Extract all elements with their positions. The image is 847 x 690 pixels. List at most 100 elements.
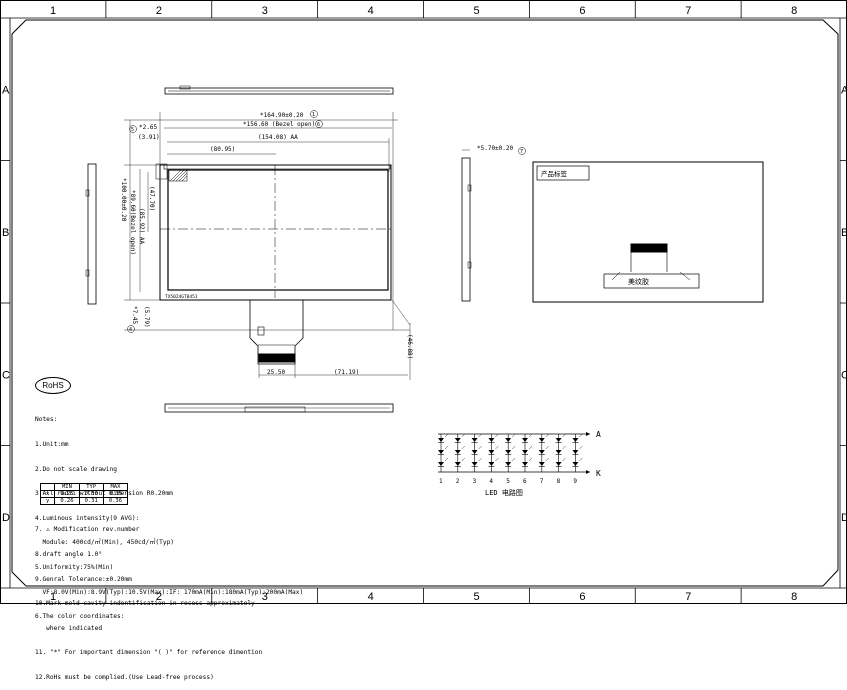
row-labels-left: A B C D xyxy=(2,84,10,524)
table-cell: 0.30 xyxy=(78,490,104,498)
notes-line: VF:8.0V(Min):8.9V(Typ):10.5V(Max):IF: 17… xyxy=(35,588,304,596)
column-label: 1 xyxy=(50,5,56,17)
led-diode xyxy=(488,450,495,454)
dim-left-margin: *2.65 xyxy=(139,124,157,131)
column-label: 7 xyxy=(685,5,691,17)
table-cell: x xyxy=(39,490,56,498)
column-label: 8 xyxy=(791,5,797,17)
led-diode xyxy=(438,462,444,466)
dim-height-aa: (85.92) AA xyxy=(138,208,145,245)
led-diode xyxy=(555,450,562,454)
circle-label-6: 6 xyxy=(317,122,320,128)
dim-half-width: (80.95) xyxy=(210,146,235,153)
table-cell: 0.25 xyxy=(54,490,80,498)
dim-active-area: (154.08) AA xyxy=(258,134,298,141)
row-dividers xyxy=(0,160,847,446)
row-label: D xyxy=(841,512,847,524)
notes-line: Module: 400cd/㎡(Min), 450cd/㎡(Typ) xyxy=(35,539,175,547)
model-label: TX5024GT0451 xyxy=(165,294,198,300)
notes-line: 4.Luminous intensity(9 AVG): xyxy=(35,514,140,522)
led-diode xyxy=(454,462,461,466)
led-diode xyxy=(471,438,478,442)
circle-label-5: 5 xyxy=(131,127,134,133)
led-diode xyxy=(505,438,512,442)
row-label: B xyxy=(841,227,847,239)
led-column-label: 8 xyxy=(557,478,561,485)
notes-line: 11. "*" For important dimension "( )" fo… xyxy=(35,649,263,657)
column-label: 6 xyxy=(579,5,585,17)
dim-fpc-length: (46.88) xyxy=(406,334,413,359)
column-label: 4 xyxy=(368,5,374,17)
notes-line: Notes: xyxy=(35,416,58,424)
dim-left-margin-sub: (3.91) xyxy=(138,134,160,141)
right-side-view xyxy=(461,149,472,302)
column-label: 2 xyxy=(156,591,162,603)
column-label: 3 xyxy=(262,591,268,603)
led-diode xyxy=(505,462,512,466)
color-coordinate-table: MIN TYP MAX x 0.25 0.30 0.35 y 0.26 0.31… xyxy=(39,483,129,505)
led-column-label: 9 xyxy=(573,478,577,485)
led-anode-label: A xyxy=(596,430,601,439)
led-diode xyxy=(454,450,461,454)
led-diode xyxy=(454,438,461,442)
back-view xyxy=(532,161,764,303)
led-diode xyxy=(522,438,528,442)
led-column-label: 4 xyxy=(489,478,493,485)
led-diode xyxy=(471,450,478,454)
row-label: A xyxy=(2,84,10,96)
column-label: 4 xyxy=(368,591,374,603)
table-cell: 0.36 xyxy=(102,497,129,505)
notes-line: 8.draft angle 1.0° xyxy=(35,551,103,558)
led-column-label: 3 xyxy=(473,478,477,485)
dim-bezel-open: *156.60 (Bezel open) xyxy=(243,121,315,128)
top-side-view xyxy=(164,85,394,95)
row-label: C xyxy=(2,369,10,381)
led-column-label: 6 xyxy=(523,478,527,485)
dim-half-height: (47.70) xyxy=(148,186,155,211)
led-diode xyxy=(471,462,478,466)
table-cell: y xyxy=(39,497,56,505)
row-label: D xyxy=(2,512,10,524)
led-circuit-title: LED 电路图 xyxy=(485,488,523,497)
column-label: 8 xyxy=(791,591,797,603)
circle-label-4: 4 xyxy=(129,327,132,333)
adhesive-tape-box xyxy=(603,273,700,289)
row-label: C xyxy=(841,369,847,381)
table-cell: 0.26 xyxy=(54,497,80,505)
led-diode xyxy=(488,438,495,442)
dim-height-bezel: *89.60(Bezel open) xyxy=(129,190,136,255)
dim-outline-width: *164.90±0.20 xyxy=(260,112,304,119)
notes-block-2: 7. ⚠ Modification rev.number 8.draft ang… xyxy=(35,510,262,690)
circle-label-1: 1 xyxy=(312,112,315,118)
table-cell: 0.35 xyxy=(102,490,129,498)
table-header: MAX xyxy=(102,483,129,491)
led-column-label: 7 xyxy=(540,478,544,485)
notes-line: 10.Mark mold cavity indentification in r… xyxy=(35,600,255,608)
bottom-side-view xyxy=(164,403,394,413)
led-diode xyxy=(522,462,528,466)
led-diode xyxy=(538,438,545,442)
column-label: 3 xyxy=(262,5,268,17)
front-view xyxy=(124,112,411,380)
led-diode xyxy=(555,462,562,466)
led-diode xyxy=(572,450,579,454)
adhesive-label-text: 美纹胶 xyxy=(628,277,649,286)
dim-height-outline: *100.00±0.20 xyxy=(120,178,127,222)
row-label: B xyxy=(2,227,9,239)
notes-line: 1.Unit:mm xyxy=(35,441,69,448)
led-column-label: 5 xyxy=(506,478,510,485)
notes-line: 2.Do not scale drawing xyxy=(35,465,117,473)
column-label: 5 xyxy=(473,5,479,17)
notes-line: 7. ⚠ Modification rev.number xyxy=(35,526,140,534)
column-label: 5 xyxy=(473,591,479,603)
led-cathode-label: K xyxy=(596,469,601,478)
dim-bottom-margin-1: (5.79) xyxy=(143,306,150,328)
rohs-mark: RoHS xyxy=(35,377,71,394)
led-column-label: 1 xyxy=(439,478,443,485)
left-side-view xyxy=(85,163,97,305)
